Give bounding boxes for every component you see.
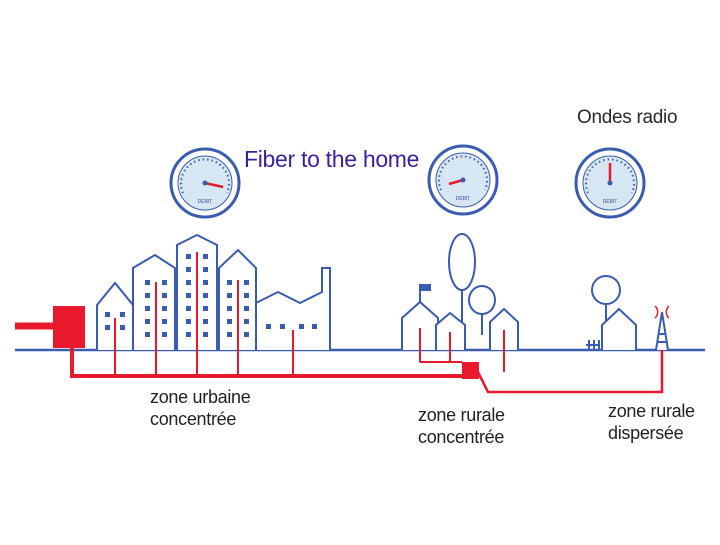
rural-dispersed-scene (586, 275, 669, 351)
urban-fiber-risers (114, 252, 294, 376)
zone-rural-concentrated-line2: concentrée (418, 427, 505, 447)
tree-dispersed (591, 275, 621, 305)
urban-windows (105, 254, 317, 337)
fiber-trunk (70, 348, 470, 378)
zone-urban-line1: zone urbaine (150, 387, 251, 407)
gauge-label-rural: DÉBIT (456, 195, 471, 202)
fence (586, 340, 600, 350)
rural-house-3 (489, 307, 519, 350)
building-urban-2 (132, 253, 176, 350)
radio-mast (655, 311, 669, 351)
diagram-title: Fiber to the home (244, 146, 420, 172)
urban-buildings (96, 233, 331, 350)
zone-rural-dispersed-line1: zone rurale (608, 401, 695, 421)
fiber-to-antenna (476, 350, 664, 394)
central-office (53, 306, 85, 348)
zone-rural-concentrated-line1: zone rurale (418, 405, 505, 425)
gauge-needle-urban (204, 181, 224, 189)
rural-house-dispersed (601, 307, 637, 350)
gauge-rural: DÉBIT (427, 144, 499, 216)
zone-rural-dispersed-line2: dispersée (608, 423, 684, 443)
flag (421, 284, 431, 291)
zone-label-urban: zone urbaine concentrée (150, 386, 251, 430)
zone-urban-line2: concentrée (150, 409, 237, 429)
radio-waves (654, 305, 670, 319)
tree-tall (448, 233, 476, 291)
zone-label-rural-dispersed: zone rurale dispersée (608, 400, 695, 444)
tree-round (468, 285, 496, 315)
zone-label-rural-concentrated: zone rurale concentrée (418, 404, 505, 448)
rural-concentrated-scene (401, 233, 519, 350)
rural-fiber-risers (419, 328, 505, 372)
gauge-urban: DÉBIT (169, 147, 241, 219)
rural-house-2 (435, 311, 466, 350)
radio-waves-label: Ondes radio (577, 107, 678, 128)
rural-node (462, 362, 479, 379)
gauge-radio: DÉBIT (574, 147, 646, 219)
gauge-label-urban: DÉBIT (198, 198, 213, 205)
factory (255, 267, 331, 350)
gauge-label-radio: DÉBIT (603, 198, 618, 205)
